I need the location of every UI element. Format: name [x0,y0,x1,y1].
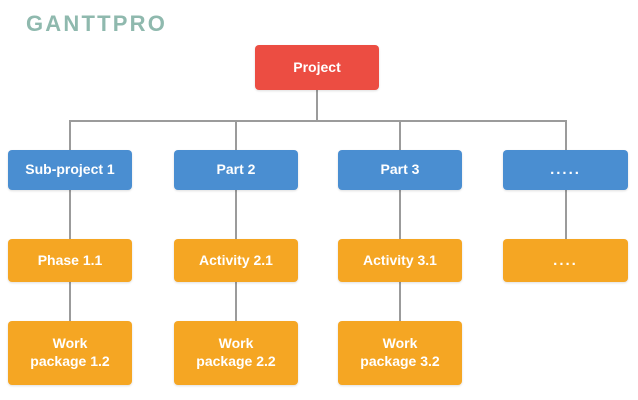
node-label: Work package 3.2 [360,335,440,369]
connector-l1-l2-col3 [399,190,401,239]
node-label: Activity 2.1 [199,251,273,268]
node-label: Work package 2.2 [196,335,276,369]
connector-bus-drop-2 [235,120,237,151]
node-level2-col1[interactable]: Phase 1.1 [8,239,132,282]
connector-l2-l3-col2 [235,282,237,321]
node-label: Work package 1.2 [30,335,110,369]
node-level1-col2[interactable]: Part 2 [174,150,298,190]
connector-l2-l3-col1 [69,282,71,321]
node-level3-col1[interactable]: Work package 1.2 [8,321,132,385]
node-level2-col3[interactable]: Activity 3.1 [338,239,462,282]
connector-horizontal-bus [69,120,566,122]
node-label: Part 3 [380,161,420,178]
node-level3-col2[interactable]: Work package 2.2 [174,321,298,385]
ganttpro-logo: GANTTPRO [26,11,168,36]
node-project-root[interactable]: Project [255,45,379,90]
connector-l1-l2-col2 [235,190,237,239]
node-level1-col1[interactable]: Sub-project 1 [8,150,132,190]
node-label: Project [293,58,341,75]
connector-bus-drop-3 [399,120,401,151]
node-label: Activity 3.1 [363,251,437,268]
node-level1-col3[interactable]: Part 3 [338,150,462,190]
connector-bus-drop-4 [565,120,567,151]
node-label: .... [553,251,578,269]
connector-l1-l2-col4 [565,190,567,239]
node-level1-col4[interactable]: ..... [503,150,628,190]
connector-l1-l2-col1 [69,190,71,239]
connector-l2-l3-col3 [399,282,401,321]
node-label: ..... [550,161,581,179]
node-label: Sub-project 1 [25,161,115,178]
node-label: Phase 1.1 [37,251,103,268]
node-level2-col4[interactable]: .... [503,239,628,282]
connector-bus-drop-1 [69,120,71,151]
node-level3-col3[interactable]: Work package 3.2 [338,321,462,385]
node-level2-col2[interactable]: Activity 2.1 [174,239,298,282]
node-label: Part 2 [216,161,256,178]
connector-root-stem [316,90,318,121]
